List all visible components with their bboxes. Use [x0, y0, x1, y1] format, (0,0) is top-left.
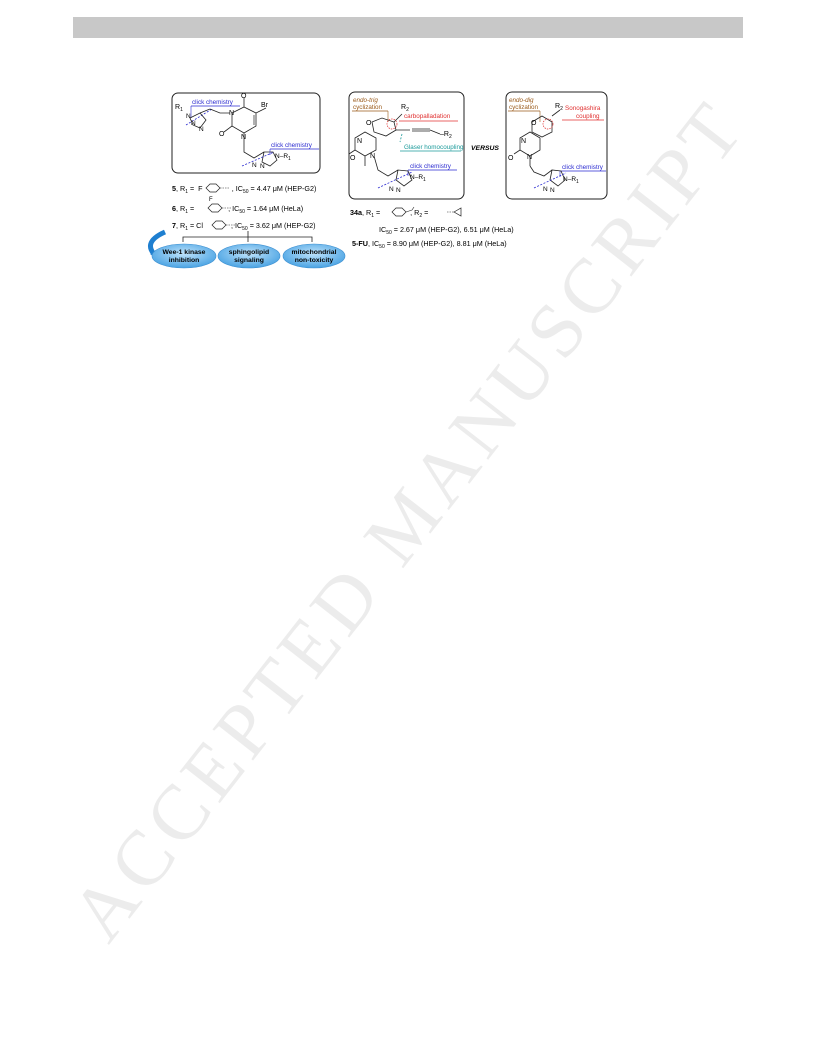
right-o2: O [508, 155, 514, 162]
phenyl-6-icon [207, 203, 232, 213]
middle-cyclization: cyclization [353, 104, 383, 111]
compound-5fu: 5-FU, IC50 = 8.90 μM (HEP-G2), 8.81 μM (… [352, 239, 507, 250]
graphical-abstract: click chemistry R1 N N N O Br N O N N N … [148, 91, 608, 269]
bubble-sphingolipid-l1: sphingolipid [229, 249, 269, 256]
left-n1: N [229, 110, 234, 117]
compound-list: 5, R1 =F, IC50 = 4.47 μM (HEP-G2) 6, R1 … [172, 183, 316, 232]
left-nn-bottom: N [252, 162, 257, 169]
cyclopropyl-icon [447, 207, 462, 217]
middle-glaser: Glaser homocoupling [404, 144, 464, 151]
middle-o2: O [350, 155, 356, 162]
bubble-sphingolipid-l2: signaling [234, 257, 264, 264]
middle-triazole [395, 169, 413, 187]
right-o: O [531, 120, 537, 127]
right-n3: N [527, 154, 532, 161]
left-n-top: N [186, 113, 191, 120]
left-n-r1-bottom: N–R1 [275, 153, 291, 162]
middle-endo-trig: endo-trig [353, 97, 378, 104]
middle-n-r1: N–R1 [410, 174, 426, 183]
middle-pyrimidine [348, 131, 377, 166]
phenyl-5-icon [205, 183, 230, 193]
left-neq-bottom: N [260, 163, 265, 170]
middle-n3: N [370, 153, 375, 160]
right-n1: N [521, 138, 526, 145]
bubble-mitochondrial-l1: mitochondrial [292, 249, 337, 256]
right-click-cut [533, 172, 567, 189]
compound-34a-ic: IC50 = 2.67 μM (HEP-G2), 6.51 μM (HeLa) [379, 225, 514, 236]
right-sono-1: Sonogashira [565, 105, 601, 112]
middle-nn2: N [396, 187, 401, 194]
middle-r2-alkyne: –R2 [440, 131, 452, 140]
left-bottom-triazole [261, 151, 278, 167]
left-bottom-linker [243, 142, 265, 159]
bubble-mitochondrial-l2: non-toxicity [295, 257, 334, 264]
middle-alkyne [396, 128, 441, 135]
middle-carbo: carbopalladation [404, 113, 451, 120]
right-triazole [549, 169, 566, 187]
middle-nn: N [389, 186, 394, 193]
middle-r2: R2 [401, 104, 409, 113]
left-n3: N [241, 134, 246, 141]
right-sono-2: coupling [576, 113, 600, 120]
header-bar [73, 17, 743, 38]
left-neq-top: N [199, 126, 204, 133]
right-click-label: click chemistry [562, 164, 604, 171]
left-click-bottom-label: click chemistry [271, 142, 313, 149]
right-box [505, 91, 608, 200]
right-furan-ring [531, 109, 561, 138]
left-panel: click chemistry R1 N N N O Br N O N N N … [171, 92, 321, 174]
compound-5: 5, R1 =F, IC50 = 4.47 μM (HEP-G2) [172, 184, 316, 195]
middle-furan-ring [371, 113, 403, 137]
middle-linker [373, 155, 399, 177]
middle-box [348, 91, 465, 200]
middle-click-label: click chemistry [410, 163, 452, 170]
right-linker [529, 165, 553, 177]
compound-6: 6, R1 =, IC50 = 1.64 μM (HeLa) [172, 204, 303, 215]
middle-red-cut [386, 118, 398, 130]
bubble-wee1 [151, 243, 217, 269]
middle-panel: endo-trig cyclization R2 carbopalladatio… [348, 91, 465, 200]
left-o2: O [219, 131, 225, 138]
right-n-r1: N–R1 [563, 176, 579, 185]
middle-n1: N [357, 138, 362, 145]
middle-glaser-cut [399, 133, 403, 143]
bubble-wee1-l1: Wee-1 kinase [163, 249, 206, 256]
right-cyclization: cyclization [509, 104, 539, 111]
right-nn2: N [550, 187, 555, 194]
left-uracil-ring [223, 98, 267, 142]
middle-click-cut [377, 171, 413, 189]
right-nn: N [543, 186, 548, 193]
bubble-bracket [182, 231, 313, 242]
right-pyrimidine [513, 131, 541, 166]
compound-6-f: F [209, 197, 213, 203]
right-red-cut [542, 118, 554, 130]
left-click-bottom-cut [241, 151, 275, 167]
left-r1-top: R1 [175, 104, 183, 113]
bubble-wee1-l2: inhibition [169, 257, 200, 264]
right-panel: endo-dig cyclization R2 Sonogashira coup… [505, 91, 608, 200]
versus-label: VERSUS [471, 145, 499, 152]
right-r2: R2 [555, 103, 563, 112]
left-click-top-cut [185, 108, 213, 126]
right-endo-dig: endo-dig [509, 97, 534, 104]
left-nn-top: N [191, 120, 196, 127]
compound-7: 7, R1 = Cl, IC50 = 3.62 μM (HEP-G2) [172, 221, 316, 232]
left-click-top-label: click chemistry [192, 99, 234, 106]
left-box [171, 92, 321, 174]
left-br: Br [261, 102, 269, 109]
compound-34a: 34a, R1 =, R2 = [350, 208, 428, 219]
left-top-linker [209, 108, 230, 114]
left-o-top: O [241, 93, 247, 100]
phenyl-7-icon [211, 220, 236, 230]
bubble-mitochondrial [282, 243, 346, 269]
compound-34a-block: 34a, R1 =, R2 = IC50 = 2.67 μM (HEP-G2),… [350, 206, 514, 250]
left-top-triazole [189, 108, 211, 129]
benzyl-34a-icon [391, 206, 415, 217]
bubble-sphingolipid [217, 243, 281, 269]
middle-o: O [366, 120, 372, 127]
activity-bubbles: Wee-1 kinase inhibition sphingolipid sig… [148, 229, 346, 269]
